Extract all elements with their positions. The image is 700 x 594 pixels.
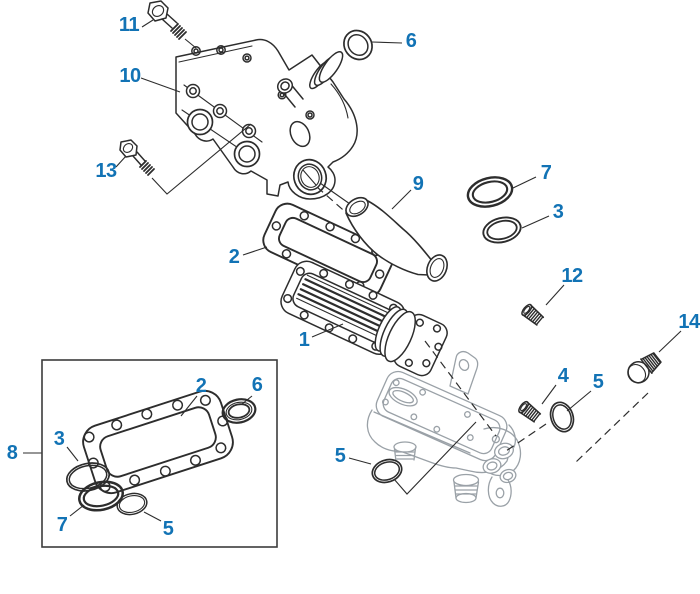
hex-bolt-part (147, 0, 197, 49)
inset-callout-5: 5 (162, 518, 174, 540)
assembly-axis-dashed-lines (424, 340, 649, 463)
head-plug-part (627, 352, 662, 384)
callout-10: 10 (119, 65, 141, 87)
hose-part (345, 196, 448, 282)
o-ring-part (466, 176, 514, 208)
callout-4: 4 (557, 365, 569, 387)
threaded-plug-part (518, 400, 542, 423)
callout-7: 7 (540, 162, 552, 184)
callout-2: 2 (228, 246, 240, 268)
callout-11: 11 (118, 14, 140, 36)
inset-callout-2: 2 (195, 375, 207, 397)
o-ring-part (343, 29, 373, 61)
oil-cooler-housing-part (175, 38, 358, 200)
oil-cooler-core-part (280, 260, 448, 377)
inset-callout-3: 3 (53, 428, 65, 450)
callout-6: 6 (405, 30, 417, 52)
callout-8: 8 (6, 442, 18, 464)
outlet-to-hose-leader-line (319, 182, 351, 205)
threaded-plug-part (521, 303, 545, 326)
callout-3: 3 (552, 201, 564, 223)
o-ring-part (549, 401, 575, 433)
o-ring-part (482, 216, 522, 244)
callout-13: 13 (95, 160, 117, 182)
detail-inset-box (41, 359, 278, 548)
hex-bolt-part (119, 123, 252, 195)
inset-callout-6: 6 (251, 374, 263, 396)
filter-head-ghost-part (366, 351, 522, 507)
callout-5-left: 5 (334, 445, 346, 467)
callout-9: 9 (412, 173, 424, 195)
o-ring-part (371, 458, 403, 484)
callout-5-right: 5 (592, 371, 604, 393)
callout-12: 12 (561, 265, 583, 287)
leader-lines (23, 19, 682, 495)
callout-1: 1 (298, 329, 310, 351)
inset-callout-7: 7 (56, 514, 68, 536)
callout-14: 14 (678, 311, 700, 333)
